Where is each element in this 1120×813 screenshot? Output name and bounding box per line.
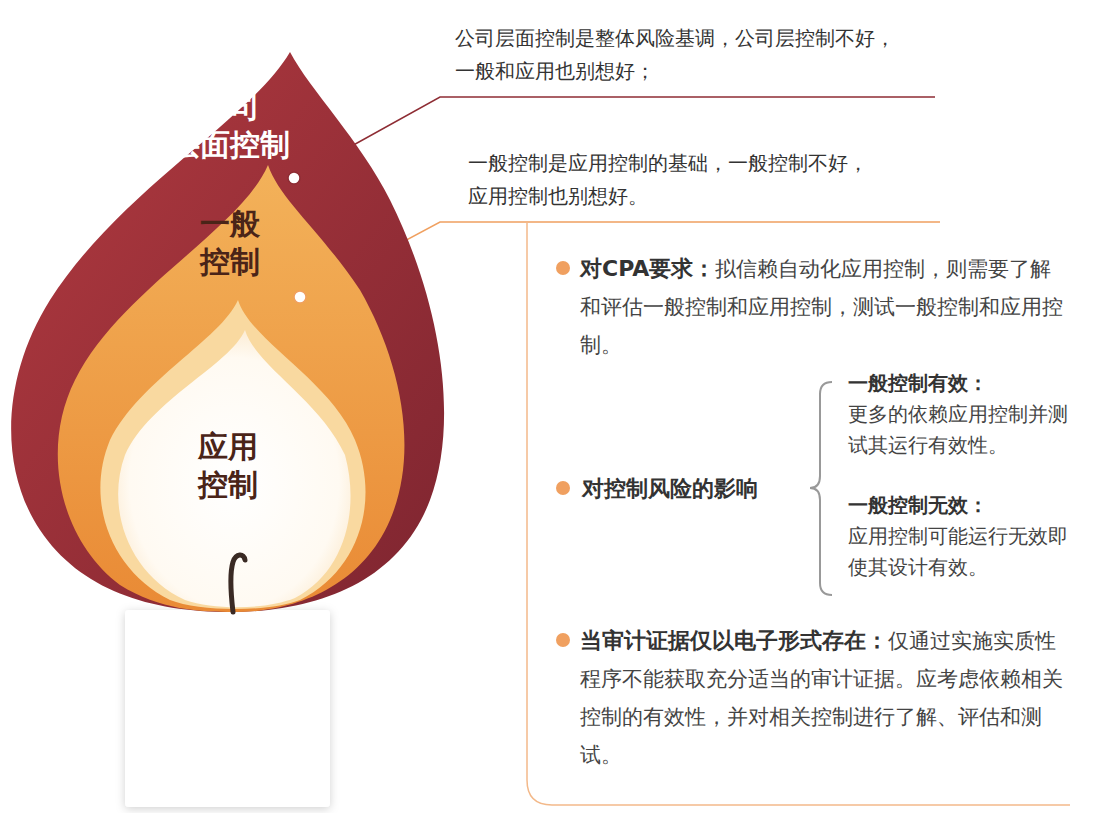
branch-text: 更多的依赖应用控制并测试其运行有效性。 [848, 399, 1070, 461]
text-block: 当审计证据仅以电子形式存在：仅通过实施实质性程序不能获取充分适当的审计证据。应考… [580, 622, 1070, 775]
callout-box: 一般控制是应用控制的基础，一般控制不好，应用控制也别想好。 [468, 147, 873, 213]
text-block: 一般控制有效：更多的依赖应用控制并测试其运行有效性。 [848, 368, 1070, 461]
panel-border [527, 222, 1070, 805]
candle-body [125, 610, 330, 807]
leader-dot [288, 172, 300, 184]
text-block: 一般控制无效：应用控制可能运行无效即使其设计有效。 [848, 490, 1070, 583]
node-label: 公司 层面控制 [155, 88, 305, 163]
bullet-heading: 对控制风险的影响 [582, 476, 758, 501]
text-block: 对控制风险的影响 [582, 470, 807, 509]
flame-node: 一般 控制应用 控制 [40, 160, 420, 615]
leader-dot [294, 291, 306, 303]
bullet-heading: 对CPA要求： [580, 256, 715, 281]
bullet-dot [556, 261, 570, 275]
bullet-heading: 当审计证据仅以电子形式存在： [580, 628, 888, 653]
node-label: 一般 控制 [185, 205, 275, 280]
callout-text: 公司层面控制是整体风险基调，公司层控制不好，一般和应用也别想好； [455, 22, 900, 88]
node-label: 应用 控制 [183, 428, 273, 503]
branch-text: 应用控制可能运行无效即使其设计有效。 [848, 521, 1070, 583]
callout-text: 一般控制是应用控制的基础，一般控制不好，应用控制也别想好。 [468, 147, 873, 213]
branch-heading: 一般控制有效： [848, 368, 1070, 399]
text-block: 对CPA要求：拟信赖自动化应用控制，则需要了解和评估一般控制和应用控制，测试一般… [580, 250, 1070, 365]
branch-heading: 一般控制无效： [848, 490, 1070, 521]
curly-brace [810, 382, 832, 595]
callout-box: 公司层面控制是整体风险基调，公司层控制不好，一般和应用也别想好； [455, 22, 900, 88]
bullet-dot [556, 481, 570, 495]
flame-node: 公司 层面控制一般 控制应用 控制 [0, 40, 450, 615]
bullet-dot [556, 633, 570, 647]
flame-node: 应用 控制 [90, 290, 380, 615]
